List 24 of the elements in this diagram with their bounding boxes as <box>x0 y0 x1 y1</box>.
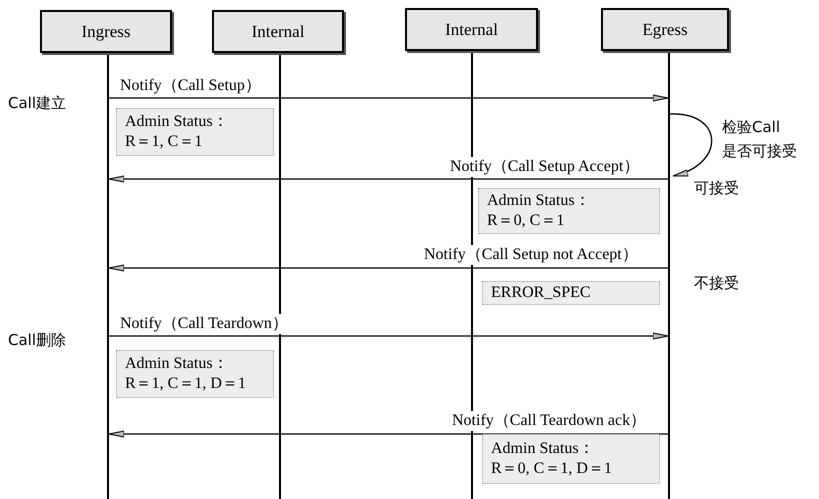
annotation-text: 可接受 <box>694 178 739 198</box>
lifeline <box>279 53 281 499</box>
message-arrow <box>108 264 668 272</box>
note-box: Admin Status： R＝1, C＝1 <box>116 108 274 156</box>
message-arrow <box>108 176 668 182</box>
annotation-text: 是否可接受 <box>722 141 797 161</box>
participant-box: Internal <box>405 8 538 51</box>
message-arrow <box>108 430 668 438</box>
self-message-arrow <box>670 113 712 177</box>
annotation-text: Call删除 <box>8 330 66 350</box>
participant-box: Ingress <box>40 10 172 53</box>
participant-box: Internal <box>212 10 344 53</box>
note-box: Admin Status： R＝0, C＝1 <box>478 188 660 234</box>
annotation-text: Call建立 <box>8 93 66 113</box>
annotation-text: 不接受 <box>694 273 739 293</box>
note-box: Admin Status： R＝1, C＝1, D＝1 <box>116 350 274 398</box>
note-box: Admin Status： R＝0, C＝1, D＝1 <box>482 434 660 484</box>
lifeline <box>668 51 670 499</box>
message-arrow <box>109 332 668 340</box>
note-box: ERROR_SPEC <box>482 281 660 305</box>
lifeline <box>107 53 109 499</box>
participant-box: Egress <box>601 8 729 51</box>
annotation-text: 检验Call <box>722 117 780 137</box>
message-arrow <box>109 94 668 102</box>
